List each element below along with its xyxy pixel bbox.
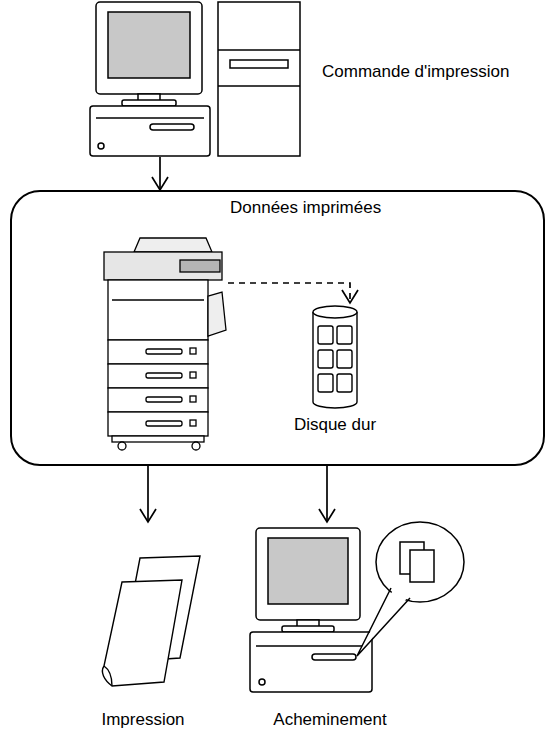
copier-node: Données imprimées <box>98 236 228 448</box>
flow-arrow <box>147 466 149 522</box>
disk-icon <box>313 306 357 408</box>
flow-arrow <box>326 466 328 522</box>
computer-icon <box>250 522 464 692</box>
paper-icon <box>102 556 200 686</box>
paper-node: Impression <box>88 522 198 687</box>
node-label: Commande d'impression <box>322 62 552 82</box>
node-label: Acheminement <box>255 710 405 730</box>
copier-icon <box>104 238 226 450</box>
system-frame: Données impriméesDisque dur <box>10 190 545 466</box>
flow-arrow <box>159 157 161 190</box>
flow-arrow <box>228 283 350 303</box>
computer-node: Commande d'impression <box>90 2 302 157</box>
computer-icon <box>90 2 300 156</box>
computer-node: Acheminement <box>255 522 405 697</box>
node-label: Données imprimées <box>230 198 430 218</box>
node-label: Impression <box>88 710 198 730</box>
disk-node: Disque dur <box>285 303 385 411</box>
node-label: Disque dur <box>285 415 385 435</box>
